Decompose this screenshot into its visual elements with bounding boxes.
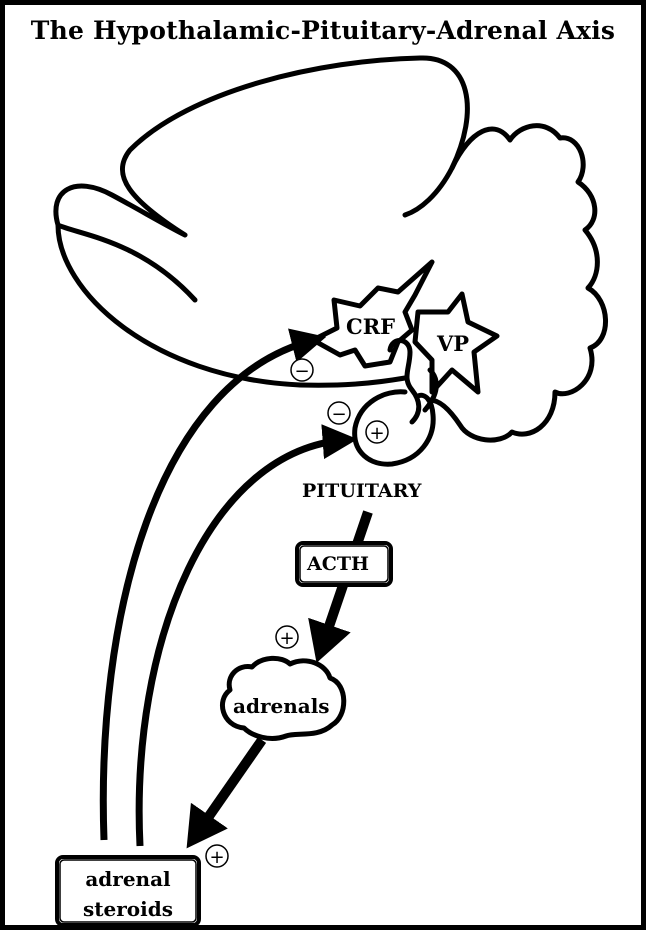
- stimulate-sign-steroids: +: [206, 845, 228, 868]
- inhibit-sign-hypothalamus: −: [291, 359, 313, 382]
- vp-label: VP: [437, 331, 469, 356]
- diagram-title: The Hypothalamic-Pituitary-Adrenal Axis: [0, 16, 646, 45]
- crf-label: CRF: [346, 314, 395, 339]
- inhibit-sign-pituitary: −: [328, 402, 350, 425]
- feedback-arrow-to-hypothalamus: [103, 340, 314, 840]
- diagram-border: [3, 3, 644, 928]
- brain-outline: [56, 58, 467, 300]
- inhibit-sign-text: −: [331, 404, 346, 425]
- pituitary-label: PITUITARY: [302, 480, 421, 502]
- brainstem-outline: [430, 126, 606, 440]
- acth-label: ACTH: [307, 553, 369, 575]
- adrenals-label: adrenals: [233, 694, 330, 718]
- adrenal-steroids-label: adrenal steroids: [64, 864, 192, 924]
- stimulate-sign-pituitary: +: [366, 421, 388, 444]
- stimulate-sign-text: +: [369, 423, 384, 444]
- inhibit-sign-text: −: [294, 361, 309, 382]
- stimulate-sign-text: +: [279, 628, 294, 649]
- stimulate-sign-text: +: [209, 847, 224, 868]
- stimulate-sign-adrenals: +: [276, 626, 298, 649]
- arrow-to-steroids: [198, 740, 262, 832]
